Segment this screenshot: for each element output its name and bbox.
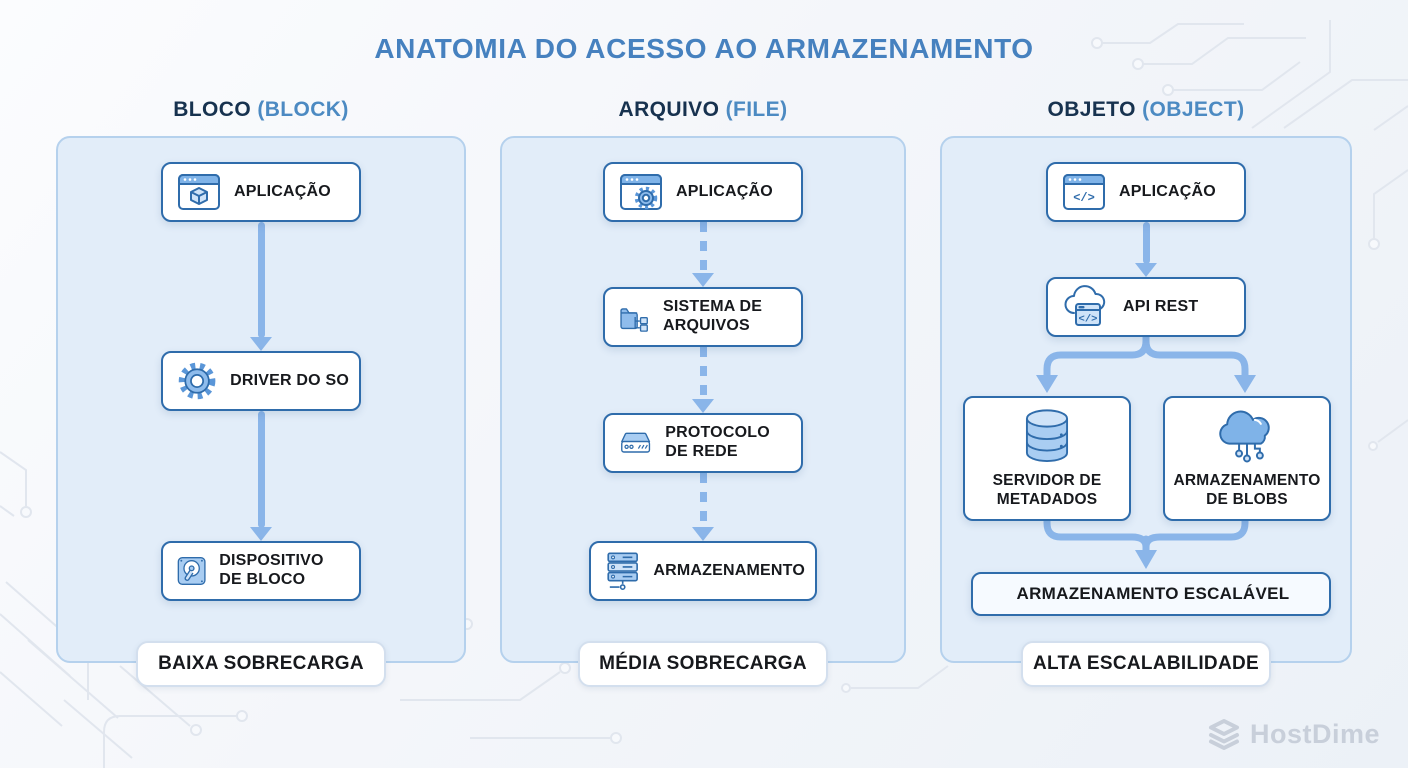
heading-sub: (BLOCK) xyxy=(257,98,349,121)
arrow-head xyxy=(692,273,714,287)
node-block-device: DISPOSITIVO DE BLOCO xyxy=(161,541,361,601)
hostdime-brand: HostDime xyxy=(1207,718,1380,750)
node-file-network-protocol: PROTOCOLO DE REDE xyxy=(603,413,803,473)
node-label: PROTOCOLO DE REDE xyxy=(665,424,770,460)
page-title: ANATOMIA DO ACESSO AO ARMAZENAMENTO xyxy=(374,33,1034,64)
node-block-os-driver: DRIVER DO SO xyxy=(161,351,361,411)
node-block-application: APLICAÇÃO xyxy=(161,162,361,222)
app-window-gear-icon xyxy=(620,174,662,210)
node-label: ARMAZENAMENTO DE BLOBS xyxy=(1173,472,1321,508)
arrow-down xyxy=(1135,222,1157,277)
arrow-shaft xyxy=(699,222,707,274)
arrow-down xyxy=(250,411,272,541)
node-label: APLICAÇÃO xyxy=(676,182,773,200)
svg-text:</>: </> xyxy=(1073,191,1095,205)
node-object-blob-storage: ARMAZENAMENTO DE BLOBS xyxy=(1163,396,1331,521)
footer-badge-file: MÉDIA SOBRECARGA xyxy=(578,641,828,687)
hard-drive-icon xyxy=(177,557,206,585)
arrow-shaft xyxy=(257,411,265,528)
heading-sub: (OBJECT) xyxy=(1142,98,1245,121)
arrow-head xyxy=(250,337,272,351)
node-object-metadata-server: SERVIDOR DE METADADOS xyxy=(963,396,1131,521)
heading-main: BLOCO xyxy=(173,98,252,121)
hostdime-logo-text: HostDime xyxy=(1249,718,1380,749)
arrow-shaft xyxy=(1142,222,1150,264)
node-file-application: APLICAÇÃO xyxy=(603,162,803,222)
arrow-shaft xyxy=(257,222,265,338)
arrow-head xyxy=(692,527,714,541)
dashed-arrow-down xyxy=(692,347,714,413)
heading-main: ARQUIVO xyxy=(618,98,720,121)
server-stack-icon xyxy=(607,552,638,590)
app-window-cube-icon xyxy=(178,174,220,210)
arrow-head xyxy=(692,399,714,413)
node-file-filesystem: SISTEMA DE ARQUIVOS xyxy=(603,287,803,347)
heading-sub: (FILE) xyxy=(725,98,788,121)
column-heading-object: OBJETO (OBJECT) xyxy=(940,98,1352,122)
network-device-icon xyxy=(621,432,651,453)
node-label: DRIVER DO SO xyxy=(230,371,349,389)
node-label: APLICAÇÃO xyxy=(1119,182,1216,200)
node-label: API REST xyxy=(1123,297,1199,315)
svg-text:</>: </> xyxy=(1079,314,1098,326)
branch-merge-connector xyxy=(1043,521,1249,569)
arrow-head xyxy=(1135,263,1157,277)
node-label: ARMAZENAMENTO ESCALÁVEL xyxy=(1016,583,1290,603)
cloud-nodes-icon xyxy=(1219,410,1270,463)
database-icon xyxy=(1025,409,1069,462)
arrow-shaft xyxy=(699,347,707,400)
column-heading-block: BLOCO (BLOCK) xyxy=(56,98,466,122)
node-object-application: </> APLICAÇÃO xyxy=(1046,162,1246,222)
node-label: SERVIDOR DE METADADOS xyxy=(992,472,1102,508)
node-label: APLICAÇÃO xyxy=(234,182,331,200)
arrow-down xyxy=(250,222,272,351)
node-object-scalable-storage: ARMAZENAMENTO ESCALÁVEL xyxy=(971,572,1331,616)
app-window-code-icon: </> xyxy=(1063,174,1105,210)
column-heading-file: ARQUIVO (FILE) xyxy=(500,98,906,122)
folder-tree-icon xyxy=(620,308,648,332)
node-object-api-rest: </> API REST xyxy=(1046,277,1246,337)
dashed-arrow-down xyxy=(692,222,714,287)
footer-badge-object: ALTA ESCALABILIDADE xyxy=(1021,641,1271,687)
arrow-head xyxy=(250,527,272,541)
heading-main: OBJETO xyxy=(1047,98,1136,121)
gear-icon xyxy=(178,362,216,400)
node-label: ARMAZENAMENTO xyxy=(653,561,805,579)
footer-badge-block: BAIXA SOBRECARGA xyxy=(136,641,386,687)
arrow-shaft xyxy=(699,473,707,528)
cloud-code-icon: </> xyxy=(1064,285,1106,326)
node-label: DISPOSITIVO DE BLOCO xyxy=(219,552,324,588)
hostdime-logo-icon xyxy=(1208,719,1239,750)
node-label: SISTEMA DE ARQUIVOS xyxy=(662,298,763,334)
branch-split-connector xyxy=(1036,337,1256,393)
dashed-arrow-down xyxy=(692,473,714,541)
node-file-storage: ARMAZENAMENTO xyxy=(589,541,817,601)
